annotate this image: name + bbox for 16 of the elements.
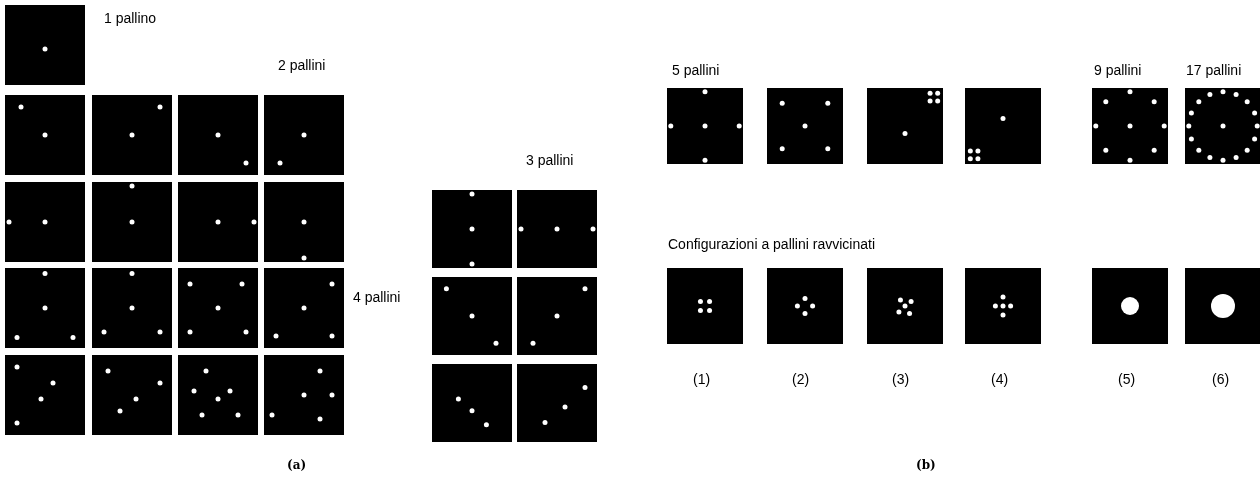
- pattern-label: 2 pallini: [278, 56, 326, 75]
- pattern-label: 3 pallini: [526, 151, 574, 170]
- panel-caption: (b): [916, 457, 936, 474]
- panel-caption: (a): [287, 457, 307, 474]
- pattern-label: (3): [892, 370, 910, 389]
- pattern-label: 4 pallini: [353, 288, 401, 307]
- pattern-label: 9 pallini: [1094, 61, 1142, 80]
- pattern-label: (5): [1118, 370, 1136, 389]
- pattern-label: Configurazioni a pallini ravvicinati: [668, 235, 875, 254]
- pattern-label: (2): [792, 370, 810, 389]
- pattern-label: 5 pallini: [672, 61, 720, 80]
- pattern-label: (1): [693, 370, 711, 389]
- pattern-label: 1 pallino: [104, 9, 157, 28]
- pattern-label: (6): [1212, 370, 1230, 389]
- pattern-label: 17 pallini: [1186, 61, 1242, 80]
- pattern-label: (4): [991, 370, 1009, 389]
